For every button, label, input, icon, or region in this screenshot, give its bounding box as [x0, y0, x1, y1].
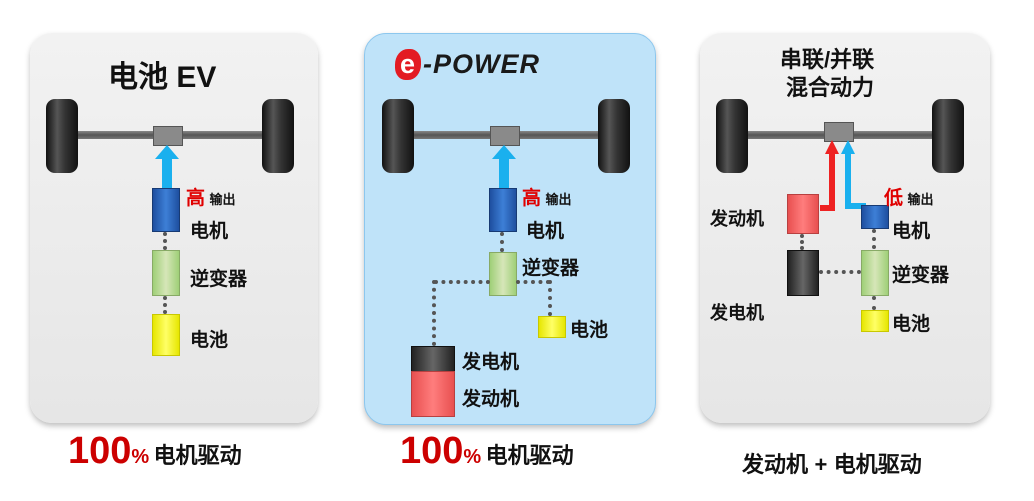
differential: [824, 122, 854, 142]
link-motor-inverter: [163, 232, 167, 250]
link-motor-inverter: [500, 232, 504, 252]
epower-logo: e-POWER: [395, 49, 541, 80]
link-inverter-battery: [872, 296, 876, 310]
output-level: 高: [522, 188, 542, 209]
footer-plus: +: [814, 452, 828, 477]
link-engine-generator: [800, 234, 804, 250]
output-label: 高 输出: [186, 183, 235, 210]
battery-block: [538, 316, 566, 338]
battery-label: 电池: [190, 330, 229, 351]
link-inverter-battery-v: [548, 280, 552, 316]
link-inverter-generator-v: [432, 280, 436, 346]
footer-percent: 100: [400, 430, 464, 472]
footer-percent-sign: %: [131, 446, 150, 468]
wheel-left: [716, 99, 748, 173]
generator-label: 发电机: [710, 303, 764, 323]
footer-percent: 100: [68, 430, 132, 472]
output-text: 输出: [209, 192, 236, 207]
link-motor-inverter: [872, 229, 876, 249]
motor-output-arrow: [841, 140, 866, 209]
output-text: 输出: [907, 192, 934, 207]
output-label: 低 输出: [884, 183, 933, 210]
generator-label: 发电机: [462, 352, 520, 373]
link-inverter-battery: [163, 296, 167, 314]
footer-ev: 100% 电机驱动: [68, 430, 242, 473]
epower-logo-text: -POWER: [423, 49, 541, 79]
footer-hybrid: 发动机 + 电机驱动: [742, 447, 922, 479]
output-level: 高: [186, 188, 206, 209]
engine-label: 发动机: [710, 209, 764, 229]
engine-output-arrow: [820, 140, 839, 211]
differential: [490, 126, 520, 146]
inverter-block: [861, 250, 889, 296]
inverter-label: 逆变器: [190, 269, 248, 290]
motor-block: [861, 205, 889, 229]
output-arrow: [492, 145, 516, 189]
link-inverter-battery-h: [516, 280, 550, 284]
motor-label: 电机: [190, 221, 229, 242]
engine-label: 发动机: [462, 389, 520, 410]
footer-engine: 发动机: [742, 452, 809, 477]
output-level: 低: [884, 188, 904, 209]
footer-percent-sign: %: [463, 446, 482, 468]
footer-epower: 100% 电机驱动: [400, 430, 574, 473]
link-inverter-generator-h: [434, 280, 490, 284]
wheel-left: [382, 99, 414, 173]
footer-text: 电机驱动: [485, 443, 574, 468]
battery-block: [861, 310, 889, 332]
panel-title-line2: 混合动力: [786, 75, 875, 100]
differential: [153, 126, 183, 146]
generator-block: [411, 346, 455, 372]
link-generator-inverter: [819, 270, 861, 274]
footer-text: 电机驱动: [153, 443, 242, 468]
wheel-left: [46, 99, 78, 173]
wheel-right: [932, 99, 964, 173]
motor-label: 电机: [526, 221, 565, 242]
motor-block: [152, 188, 180, 232]
wheel-right: [598, 99, 630, 173]
engine-block: [411, 371, 455, 417]
motor-label: 电机: [892, 221, 931, 242]
output-arrow: [155, 145, 179, 189]
battery-label: 电池: [892, 314, 931, 335]
battery-label: 电池: [570, 320, 609, 341]
inverter-label: 逆变器: [522, 258, 580, 279]
footer-motor-drive: 电机驱动: [833, 452, 922, 477]
inverter-block: [489, 252, 517, 296]
output-text: 输出: [545, 192, 572, 207]
battery-block: [152, 314, 180, 356]
engine-block: [787, 194, 819, 234]
panel-title-line1: 串联/并联: [780, 47, 875, 72]
wheel-right: [262, 99, 294, 173]
output-label: 高 输出: [522, 183, 571, 210]
generator-block: [787, 250, 819, 296]
motor-block: [489, 188, 517, 232]
epower-logo-e: e: [395, 49, 422, 80]
panel-hybrid: [700, 33, 990, 423]
inverter-label: 逆变器: [892, 265, 950, 286]
inverter-block: [152, 250, 180, 296]
panel-title: 电池 EV: [108, 61, 217, 94]
